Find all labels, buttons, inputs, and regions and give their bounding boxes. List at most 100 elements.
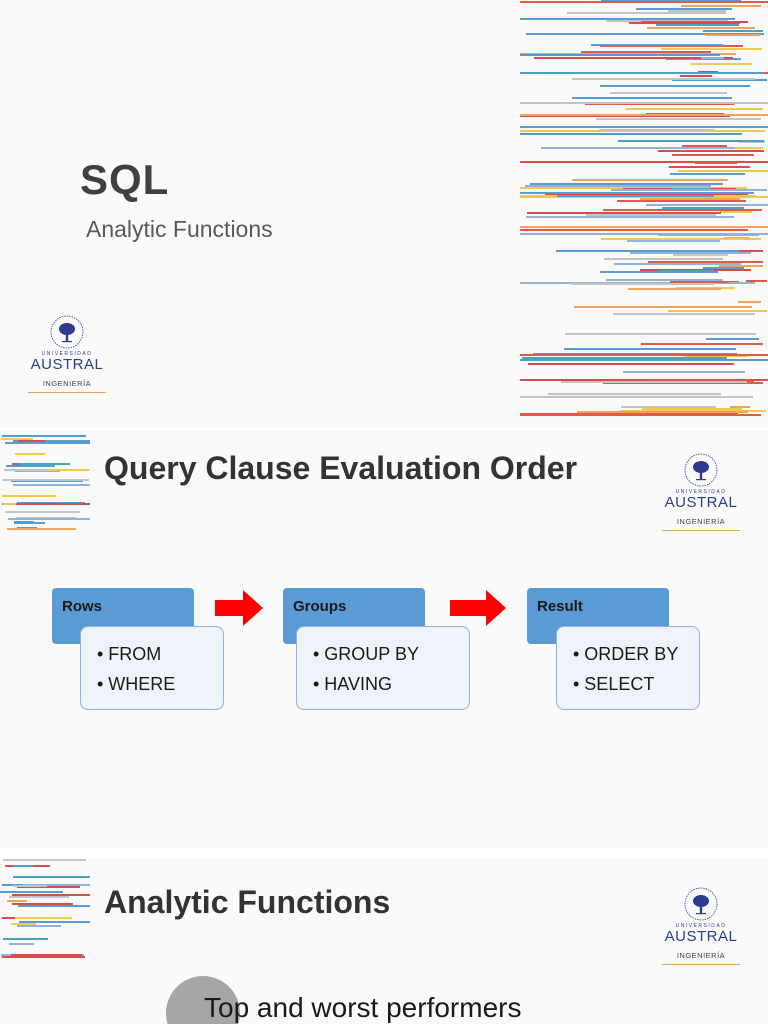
decorative-stripe bbox=[8, 518, 90, 520]
decorative-stripe bbox=[668, 10, 726, 12]
decorative-stripe bbox=[658, 150, 764, 152]
decorative-stripe bbox=[656, 24, 739, 26]
decorative-stripe bbox=[574, 306, 752, 308]
decorative-stripe bbox=[13, 484, 90, 486]
decorative-stripe bbox=[662, 207, 744, 209]
decorative-stripe bbox=[600, 271, 718, 273]
list-item: • GROUP BY bbox=[313, 644, 419, 664]
decorative-stripe bbox=[0, 891, 63, 893]
decorative-stripe bbox=[661, 48, 762, 50]
decorative-stripe bbox=[628, 288, 721, 290]
logo-university-label: UNIVERSIDAD bbox=[675, 489, 727, 495]
decorative-stripe bbox=[520, 396, 753, 398]
logo-university-label: UNIVERSIDAD bbox=[41, 351, 93, 357]
decorative-stripe bbox=[1, 438, 33, 440]
decorative-stripe bbox=[668, 310, 767, 312]
tree-seal-icon bbox=[50, 315, 84, 349]
decorative-stripe bbox=[3, 938, 48, 940]
decorative-stripe bbox=[520, 126, 768, 128]
decorative-stripe bbox=[596, 118, 761, 120]
decorative-stripe bbox=[520, 226, 768, 228]
decorative-stripe bbox=[2, 435, 86, 437]
decorative-stripe bbox=[701, 57, 724, 59]
decorative-stripe bbox=[670, 173, 745, 175]
decorative-stripe bbox=[646, 204, 768, 206]
decorative-stripe bbox=[3, 859, 86, 861]
decorative-stripe bbox=[601, 238, 761, 240]
decorative-stripe bbox=[600, 85, 750, 87]
decorative-stripe bbox=[15, 470, 60, 472]
decorative-stripe bbox=[520, 18, 735, 20]
decorative-stripe bbox=[6, 465, 55, 467]
decorative-stripe bbox=[703, 267, 744, 269]
decorative-stripe bbox=[11, 480, 83, 482]
logo-name: AUSTRAL bbox=[664, 928, 738, 945]
logo-university-label: UNIVERSIDAD bbox=[675, 923, 727, 929]
decorative-stripe bbox=[585, 103, 734, 105]
decorative-stripe bbox=[12, 903, 73, 905]
decorative-stripe bbox=[520, 102, 768, 104]
decorative-stripe bbox=[520, 229, 746, 231]
austral-logo: UNIVERSIDAD AUSTRAL INGENIERÍA bbox=[662, 452, 740, 531]
decorative-stripe bbox=[577, 411, 748, 413]
slide-heading: Query Clause Evaluation Order bbox=[104, 450, 578, 486]
decorative-stripe bbox=[572, 179, 728, 181]
decorative-stripe bbox=[695, 162, 737, 164]
decorative-stripe bbox=[629, 22, 740, 24]
decorative-stripe bbox=[520, 54, 720, 56]
decorative-stripe bbox=[564, 348, 736, 350]
slide-separator bbox=[0, 848, 768, 858]
step-rows-items: • FROM • WHERE bbox=[80, 626, 224, 710]
decorative-stripe bbox=[14, 522, 45, 524]
title-slide: SQL Analytic Functions UNIVERSIDAD AUSTR… bbox=[0, 0, 768, 428]
decorative-stripe bbox=[18, 463, 70, 465]
decorative-stripe bbox=[13, 876, 90, 878]
decorative-stripe bbox=[591, 44, 723, 46]
decorative-stripe bbox=[18, 905, 90, 907]
decorative-stripe bbox=[15, 453, 45, 455]
decorative-stripe bbox=[15, 917, 72, 919]
presentation-subtitle: Analytic Functions bbox=[86, 216, 273, 242]
decorative-stripe bbox=[684, 355, 748, 357]
decorative-stripe bbox=[17, 925, 61, 927]
presentation-title: SQL bbox=[80, 156, 170, 203]
decorative-stripe bbox=[678, 170, 768, 172]
decorative-stripe bbox=[11, 954, 82, 956]
decorative-stripe bbox=[669, 166, 750, 168]
decorative-stripe bbox=[4, 469, 48, 471]
decorative-stripe bbox=[2, 956, 85, 958]
decorative-stripe bbox=[746, 280, 767, 282]
decorative-stripe bbox=[520, 354, 768, 356]
decorative-stripe bbox=[730, 406, 750, 408]
decorative-stripe bbox=[572, 78, 755, 80]
decorative-stripe bbox=[525, 185, 711, 187]
evaluation-order-slide: Query Clause Evaluation Order UNIVERSIDA… bbox=[0, 430, 768, 848]
decorative-stripe bbox=[19, 921, 90, 923]
decorative-stripe bbox=[617, 200, 746, 202]
decorative-stripe bbox=[522, 357, 727, 359]
decorative-stripe bbox=[520, 115, 730, 117]
decorative-stripe bbox=[735, 72, 764, 74]
decorative-stripe bbox=[719, 265, 763, 267]
decorative-stripe bbox=[11, 923, 36, 925]
decorative-stripe bbox=[603, 209, 762, 211]
decorative-stripe bbox=[567, 12, 726, 14]
decorative-stripe bbox=[681, 5, 761, 7]
decorative-stripe bbox=[630, 252, 751, 254]
decorative-stripe bbox=[527, 212, 721, 214]
austral-logo: UNIVERSIDAD AUSTRAL INGENIERÍA bbox=[662, 886, 740, 965]
decorative-stripe bbox=[561, 381, 747, 383]
decorative-stripe bbox=[534, 57, 733, 59]
decorative-stripe bbox=[520, 1, 768, 3]
right-arrow-icon bbox=[215, 590, 263, 626]
decorative-stripe bbox=[526, 216, 734, 218]
decorative-stripe bbox=[530, 183, 723, 185]
decorative-stripe bbox=[9, 943, 34, 945]
logo-name: AUSTRAL bbox=[30, 356, 104, 373]
slide-heading: Analytic Functions bbox=[104, 884, 391, 920]
decorative-stripe bbox=[13, 440, 90, 442]
decorative-stripe bbox=[666, 58, 741, 60]
decorative-stripe bbox=[520, 130, 765, 132]
decorative-stripes bbox=[0, 430, 90, 530]
list-item: • WHERE bbox=[97, 674, 176, 694]
